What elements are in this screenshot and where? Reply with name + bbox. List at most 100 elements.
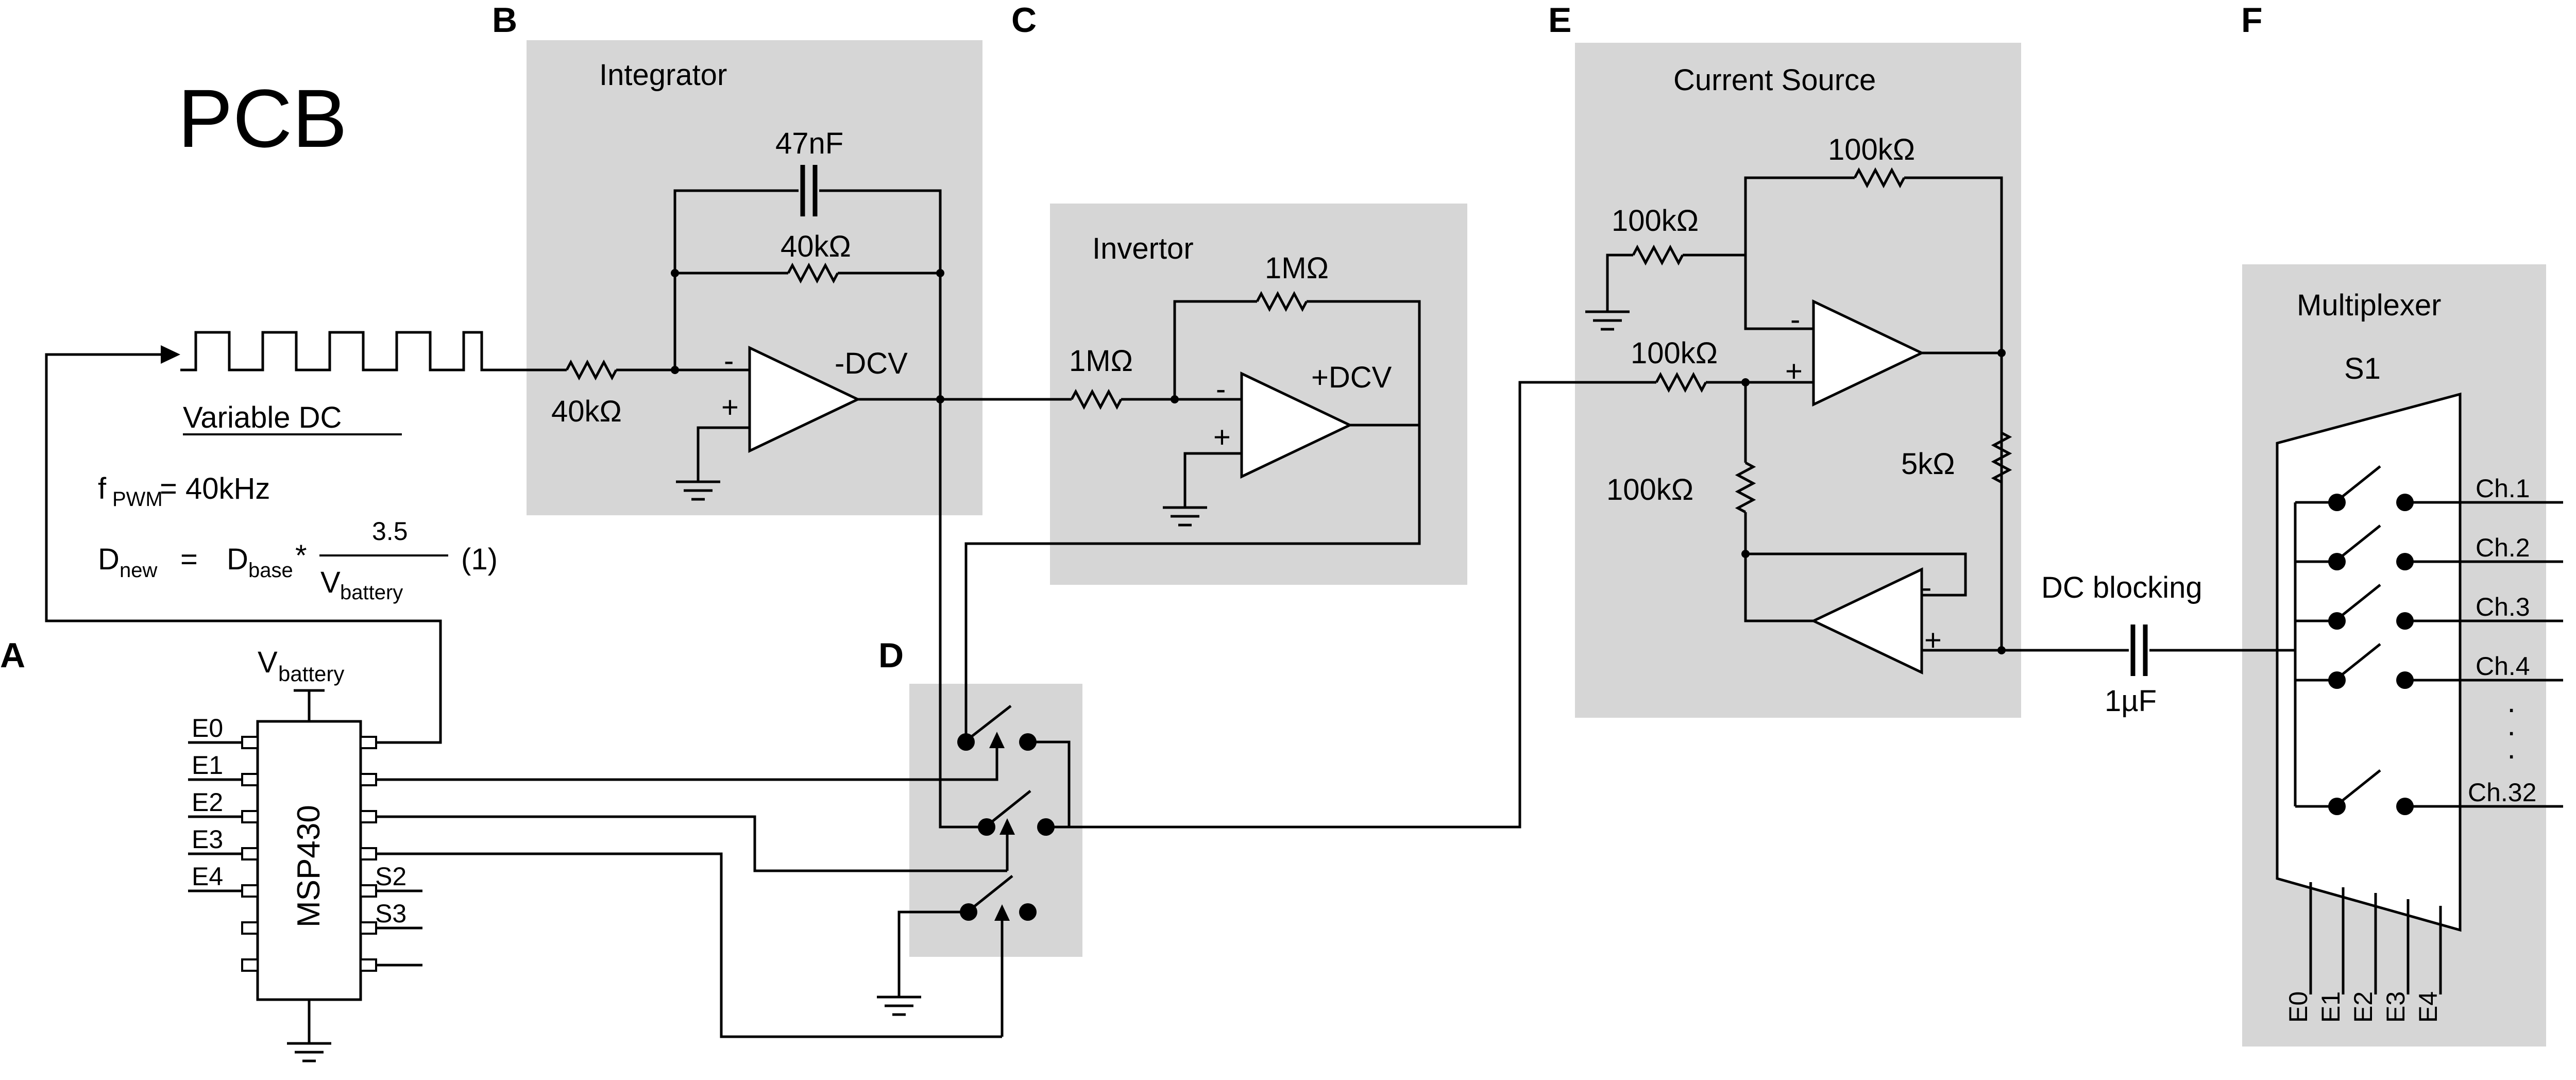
mux-ch4-contact-left (2328, 671, 2346, 689)
variable-dc-label: Variable DC (183, 401, 342, 434)
mux-ch4-label: Ch.4 (2476, 652, 2530, 681)
eq-numerator: 3.5 (372, 517, 408, 546)
cs-sense-resistor (1991, 431, 2012, 484)
msp430-pin-s2-label: S2 (375, 862, 406, 891)
msp430-pin-l5 (241, 884, 259, 898)
invertor-feedback-right (1307, 300, 1421, 541)
msp430-name: MSP430 (291, 805, 327, 927)
msp430-pin-r5 (360, 884, 377, 898)
invertor-feedback-resistor (1256, 291, 1308, 312)
panel-letter-a: A (0, 636, 25, 675)
msp430-pin-e2-label: E2 (192, 788, 223, 817)
multiplexer-title: Multiplexer (2297, 289, 2441, 322)
msp430-s-ctrl1-wire (376, 775, 998, 781)
switch3-blade (973, 875, 1013, 908)
panel-letter-c: C (1011, 1, 1037, 40)
switch1-blade (970, 705, 1012, 738)
integrator-feedback-right (819, 189, 942, 399)
cs-upper-minus: - (1790, 303, 1800, 336)
dc-blocking-cap-label: 1µF (2105, 684, 2157, 718)
eq-dbase: D (227, 543, 248, 576)
mux-ch3-blade (2341, 584, 2381, 617)
integrator-node-in (671, 366, 679, 374)
mux-ch3-label: Ch.3 (2476, 593, 2530, 621)
msp430-pin-e1-label: E1 (192, 751, 223, 780)
msp430-pin-r7 (360, 958, 377, 972)
invertor-plus: + (1213, 420, 1231, 454)
msp430-pin-l7 (241, 958, 259, 972)
integrator-opamp (748, 346, 861, 453)
msp430-pin-e4-label: E4 (192, 862, 223, 891)
switch2-contact-right (1037, 818, 1055, 836)
mux-en4-label: E4 (2414, 991, 2443, 1023)
cs-ground-wire (1606, 254, 1633, 304)
fpwm-sub: PWM (112, 488, 163, 511)
cs-top-res-label: 100kΩ (1828, 133, 1915, 166)
cs-opamp-upper (1812, 299, 1925, 407)
mux-en3-label: E3 (2381, 991, 2410, 1023)
mux-en1-label: E1 (2316, 991, 2345, 1023)
switch1-right-wire (1028, 740, 1071, 829)
msp430-pin-r1 (360, 736, 377, 749)
mux-body (2276, 392, 2462, 932)
cs-top-right-wire (1904, 176, 2003, 650)
integrator-output-label: -DCV (835, 347, 908, 380)
eq-denominator-sub: battery (340, 581, 403, 604)
current-source-title: Current Source (1673, 63, 1876, 97)
node-neg-dc (936, 395, 944, 403)
cs-lower-minus: - (1922, 571, 1931, 604)
mux-ch2-blade (2341, 525, 2381, 558)
cs-node-upper-out (1997, 349, 2006, 357)
fpwm-value: = 40kHz (160, 472, 270, 505)
msp430-pin-l1 (241, 736, 259, 749)
switch3-ground-wire (897, 910, 969, 997)
mux-switch-label: S1 (2344, 352, 2381, 385)
eq-dbase-sub: base (248, 559, 293, 582)
invertor-node-in (1171, 395, 1179, 403)
cs-ground-res-wire (1683, 254, 1814, 330)
cs-opamp-lower (1810, 567, 1923, 674)
cs-sense-res-label: 5kΩ (1901, 447, 1955, 481)
msp430-supply-sub: battery (278, 662, 344, 686)
integrator-title: Integrator (599, 58, 727, 92)
msp430-pin-e0-label: E0 (192, 714, 223, 742)
invertor-feedback-left (1173, 300, 1257, 399)
mux-ch32-contact-left (2328, 798, 2346, 815)
mux-ch1-label: Ch.1 (2476, 474, 2530, 503)
neg-dc-to-switch-wire (939, 399, 987, 829)
cs-top-resistor (1853, 167, 1906, 189)
integrator-input-resistor (565, 359, 618, 381)
switch-to-current-source-wire (1069, 381, 1656, 829)
switch1-control-arrow (989, 732, 1005, 748)
mux-en2-label: E2 (2349, 991, 2378, 1023)
integrator-node-fb-r (936, 269, 944, 277)
mux-ellipsis-2: · (2506, 715, 2516, 749)
mux-ch1-blade (2341, 465, 2381, 498)
integrator-feedback-resistor (787, 262, 839, 284)
mux-ellipsis-3: · (2506, 738, 2516, 772)
pwm-waveform (180, 331, 567, 372)
integrator-plus: + (721, 391, 739, 424)
msp430-pin-r3 (360, 810, 377, 823)
cs-input-res-label: 100kΩ (1631, 336, 1718, 370)
panel-letter-e: E (1548, 1, 1571, 40)
mux-ch1-contact-left (2328, 494, 2346, 511)
page-title: PCB (178, 72, 347, 164)
cs-lower-res-bottom-wire (1744, 512, 1814, 622)
mux-ellipsis-1: · (2506, 692, 2516, 725)
panel-letter-b: B (492, 1, 517, 40)
eq-equals: = (180, 543, 198, 576)
msp430-pin-l2 (241, 773, 259, 786)
cs-follower-feedback (1745, 552, 1967, 597)
eq-multiply: * (295, 539, 307, 572)
eq-reference: (1) (461, 543, 498, 576)
fpwm-f: f (98, 472, 107, 505)
msp430-pin-l3 (241, 810, 259, 823)
cs-top-left-wire (1744, 176, 1855, 255)
invertor-input-resistor (1070, 389, 1123, 410)
invertor-feedback-res-label: 1MΩ (1265, 251, 1329, 285)
pos-dc-to-switch-wire (964, 541, 1421, 742)
msp430-s-ctrl2-wire (376, 815, 1007, 872)
cs-lower-res-label: 100kΩ (1606, 473, 1693, 507)
msp430-pin-l4 (241, 847, 259, 860)
